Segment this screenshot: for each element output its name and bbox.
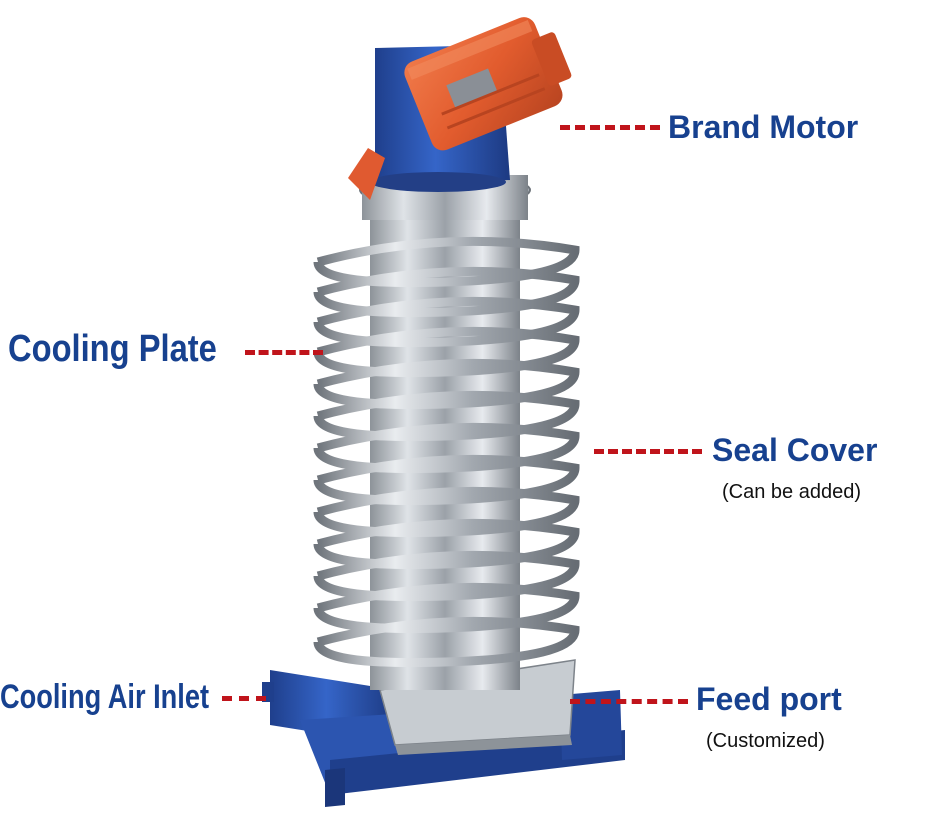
side-motor [348,148,385,200]
seal-cover-leader-line [594,449,702,454]
cooling-plate-label: Cooling Plate [8,328,217,370]
brand-motor-leader-line [560,125,660,130]
feed-port-leader-line [570,699,688,704]
vibration-motor [404,17,572,151]
feed-port-label: Feed port [696,681,842,717]
feed-port-note: (Customized) [706,730,825,752]
cooling-air-inlet-label: Cooling Air Inlet [0,678,210,716]
brand-motor-label: Brand Motor [668,109,859,145]
spiral-cooling-plates [313,236,580,668]
cooling-plate-leader-line [245,350,323,355]
seal-cover-note: (Can be added) [722,481,861,503]
cooling-air-inlet-leader-line [222,696,266,701]
seal-cover-label: Seal Cover [712,432,878,468]
feed-chute [379,659,576,755]
